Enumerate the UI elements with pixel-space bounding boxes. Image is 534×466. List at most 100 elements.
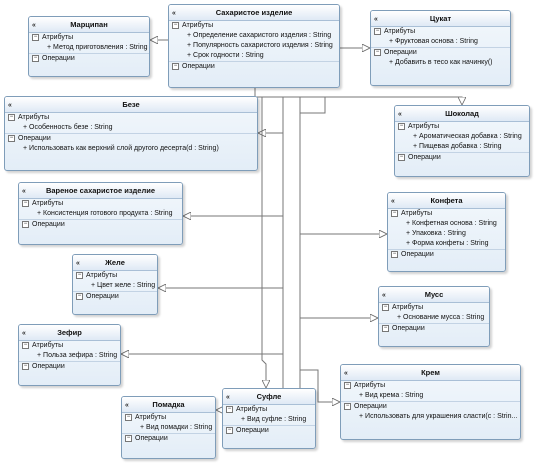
operation-item[interactable]: + Добавить в тесо как начинку() — [389, 59, 493, 66]
section-toggle-icon[interactable]: − — [125, 413, 132, 421]
collapse-icon[interactable]: « — [22, 188, 26, 195]
attributes-section: −Атрибуты + Фруктовая основа : String — [371, 27, 510, 47]
section-title: Операции — [408, 154, 441, 161]
class-marzipan[interactable]: « Марципан −Атрибуты + Метод приготовлен… — [28, 16, 150, 77]
section-toggle-icon[interactable]: − — [172, 62, 179, 70]
operations-section: −Операции — [379, 323, 489, 334]
section-toggle-icon[interactable]: − — [32, 54, 39, 62]
class-header: « Суфле — [223, 389, 315, 405]
class-candy[interactable]: « Конфета −Атрибуты + Конфетная основа :… — [387, 192, 506, 272]
section-toggle-icon[interactable]: − — [8, 134, 15, 142]
attribute-item[interactable]: + Вид помадки : String — [140, 424, 213, 431]
class-name: Суфле — [256, 392, 282, 401]
section-title: Атрибуты — [135, 414, 167, 421]
section-toggle-icon[interactable]: − — [125, 434, 132, 442]
class-name: Конфета — [430, 196, 463, 205]
class-name: Помадка — [152, 400, 185, 409]
operations-section: −Операции + Использовать как верхний сло… — [5, 133, 257, 154]
attributes-section: −Атрибуты + Вид суфле : String — [223, 405, 315, 425]
attribute-item[interactable]: + Вид крема : String — [359, 392, 424, 399]
attribute-item[interactable]: + Срок годности : String — [187, 52, 264, 59]
section-toggle-icon[interactable]: − — [32, 33, 39, 41]
section-toggle-icon[interactable]: − — [344, 402, 351, 410]
class-beze[interactable]: « Безе −Атрибуты + Особенность безе : St… — [4, 96, 258, 171]
section-toggle-icon[interactable]: − — [391, 250, 398, 258]
attribute-item[interactable]: + Конфетная основа : String — [406, 220, 497, 227]
section-toggle-icon[interactable]: − — [398, 153, 405, 161]
collapse-icon[interactable]: « — [172, 10, 176, 17]
attributes-section: −Атрибуты + Особенность безе : String — [5, 113, 257, 133]
attribute-item[interactable]: + Упаковка : String — [406, 230, 466, 237]
section-toggle-icon[interactable]: − — [22, 220, 29, 228]
section-title: Атрибуты — [32, 200, 64, 207]
class-name: Зефир — [57, 328, 82, 337]
class-boiled-sugar-product[interactable]: « Вареное сахаристое изделие −Атрибуты +… — [18, 182, 183, 245]
class-mousse[interactable]: « Мусс −Атрибуты + Основание мусса : Str… — [378, 286, 490, 347]
class-sugar-product[interactable]: « Сахаристое изделие −Атрибуты + Определ… — [168, 4, 340, 88]
collapse-icon[interactable]: « — [391, 198, 395, 205]
operation-item[interactable]: + Использовать для украшения сласти(c : … — [359, 413, 518, 420]
section-toggle-icon[interactable]: − — [374, 48, 381, 56]
collapse-icon[interactable]: « — [125, 402, 129, 409]
section-toggle-icon[interactable]: − — [76, 292, 83, 300]
attribute-item[interactable]: + Особенность безе : String — [23, 124, 113, 131]
attribute-item[interactable]: + Польза зефира : String — [37, 352, 118, 359]
section-toggle-icon[interactable]: − — [22, 341, 29, 349]
attribute-item[interactable]: + Пищевая добавка : String — [413, 143, 502, 150]
attribute-item[interactable]: + Ароматическая добавка : String — [413, 133, 522, 140]
collapse-icon[interactable]: « — [382, 292, 386, 299]
operations-section: −Операции — [19, 361, 120, 372]
section-title: Атрибуты — [408, 123, 440, 130]
attribute-item[interactable]: + Консистенция готового продукта : Strin… — [37, 210, 173, 217]
section-title: Атрибуты — [86, 272, 118, 279]
collapse-icon[interactable]: « — [22, 330, 26, 337]
operations-section: −Операции + Добавить в тесо как начинку(… — [371, 47, 510, 68]
section-toggle-icon[interactable]: − — [22, 199, 29, 207]
collapse-icon[interactable]: « — [344, 370, 348, 377]
section-title: Операции — [135, 435, 168, 442]
attribute-item[interactable]: + Популярность сахаристого изделия : Str… — [187, 42, 333, 49]
collapse-icon[interactable]: « — [76, 260, 80, 267]
operation-item[interactable]: + Использовать как верхний слой другого … — [23, 145, 219, 152]
section-toggle-icon[interactable]: − — [226, 426, 233, 434]
class-cukat[interactable]: « Цукат −Атрибуты + Фруктовая основа : S… — [370, 10, 511, 86]
attribute-item[interactable]: + Форма конфеты : String — [406, 240, 489, 247]
attribute-item[interactable]: + Цвет желе : String — [91, 282, 156, 289]
collapse-icon[interactable]: « — [398, 111, 402, 118]
section-toggle-icon[interactable]: − — [382, 303, 389, 311]
class-zephyr[interactable]: « Зефир −Атрибуты + Польза зефира : Stri… — [18, 324, 121, 386]
section-toggle-icon[interactable]: − — [76, 271, 83, 279]
section-toggle-icon[interactable]: − — [382, 324, 389, 332]
section-toggle-icon[interactable]: − — [22, 362, 29, 370]
attribute-item[interactable]: + Основание мусса : String — [397, 314, 485, 321]
section-toggle-icon[interactable]: − — [374, 27, 381, 35]
section-toggle-icon[interactable]: − — [8, 113, 15, 121]
class-name: Цукат — [429, 14, 452, 23]
collapse-icon[interactable]: « — [8, 102, 12, 109]
section-toggle-icon[interactable]: − — [398, 122, 405, 130]
class-header: « Безе — [5, 97, 257, 113]
class-header: « Желе — [73, 255, 157, 271]
collapse-icon[interactable]: « — [32, 22, 36, 29]
attribute-item[interactable]: + Определение сахаристого изделия : Stri… — [187, 32, 332, 39]
attributes-section: −Атрибуты + Цвет желе : String — [73, 271, 157, 291]
operations-section: −Операции — [73, 291, 157, 302]
class-chocolate[interactable]: « Шоколад −Атрибуты + Ароматическая доба… — [394, 105, 530, 177]
section-toggle-icon[interactable]: − — [226, 405, 233, 413]
class-name: Марципан — [70, 20, 108, 29]
attribute-item[interactable]: + Вид суфле : String — [241, 416, 307, 423]
class-name: Крем — [421, 368, 440, 377]
class-fondant[interactable]: « Помадка −Атрибуты + Вид помадки : Stri… — [121, 396, 216, 459]
section-toggle-icon[interactable]: − — [344, 381, 351, 389]
section-title: Операции — [18, 135, 51, 142]
class-cream[interactable]: « Крем −Атрибуты + Вид крема : String −О… — [340, 364, 521, 440]
collapse-icon[interactable]: « — [226, 394, 230, 401]
section-toggle-icon[interactable]: − — [391, 209, 398, 217]
collapse-icon[interactable]: « — [374, 16, 378, 23]
class-souffle[interactable]: « Суфле −Атрибуты + Вид суфле : String −… — [222, 388, 316, 449]
section-title: Атрибуты — [392, 304, 424, 311]
class-jelly[interactable]: « Желе −Атрибуты + Цвет желе : String −О… — [72, 254, 158, 315]
attribute-item[interactable]: + Фруктовая основа : String — [389, 38, 478, 45]
attribute-item[interactable]: + Метод приготовления : String — [47, 44, 148, 51]
section-toggle-icon[interactable]: − — [172, 21, 179, 29]
